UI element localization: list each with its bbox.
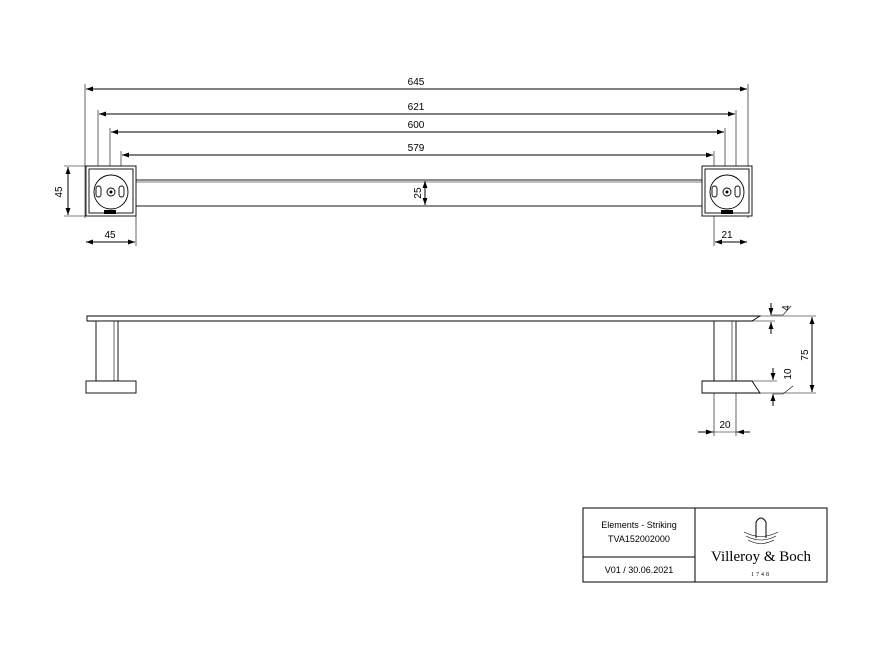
article-number: TVA152002000 (608, 534, 670, 544)
dim-label-25: 25 (413, 187, 424, 199)
dim-label-579: 579 (408, 143, 425, 154)
villeroy-boch-logo-icon (743, 517, 779, 544)
version-date: V01 / 30.06.2021 (605, 565, 674, 575)
dim-label-645: 645 (408, 77, 425, 88)
left-mount-top (85, 165, 137, 217)
dim-label-45-horizontal: 45 (104, 230, 116, 241)
dim-label-75: 75 (800, 349, 811, 361)
dim-label-600: 600 (408, 120, 425, 131)
towel-bar-top (129, 179, 706, 207)
right-base-side (701, 380, 761, 394)
left-post-side (95, 320, 119, 382)
dim-label-21: 21 (721, 230, 733, 241)
dim-label-45-vertical: 45 (54, 186, 65, 198)
brand-year: 1748 (751, 572, 771, 578)
product-name: Elements - Striking (601, 520, 677, 530)
top-view: 645 621 600 579 (54, 77, 753, 246)
dim-label-4: 4 (781, 305, 792, 311)
dim-label-20: 20 (719, 420, 731, 431)
towel-bar-side (86, 315, 762, 322)
brand-name: Villeroy & Boch (711, 549, 811, 565)
dim-label-10: 10 (783, 368, 794, 380)
dim-label-621: 621 (408, 102, 425, 113)
right-post-side (713, 320, 737, 382)
side-view: 4 75 10 20 (85, 303, 816, 436)
left-base-side (85, 380, 137, 394)
title-block: Elements - Striking TVA152002000 V01 / 3… (582, 507, 828, 583)
right-mount-top (701, 165, 753, 217)
